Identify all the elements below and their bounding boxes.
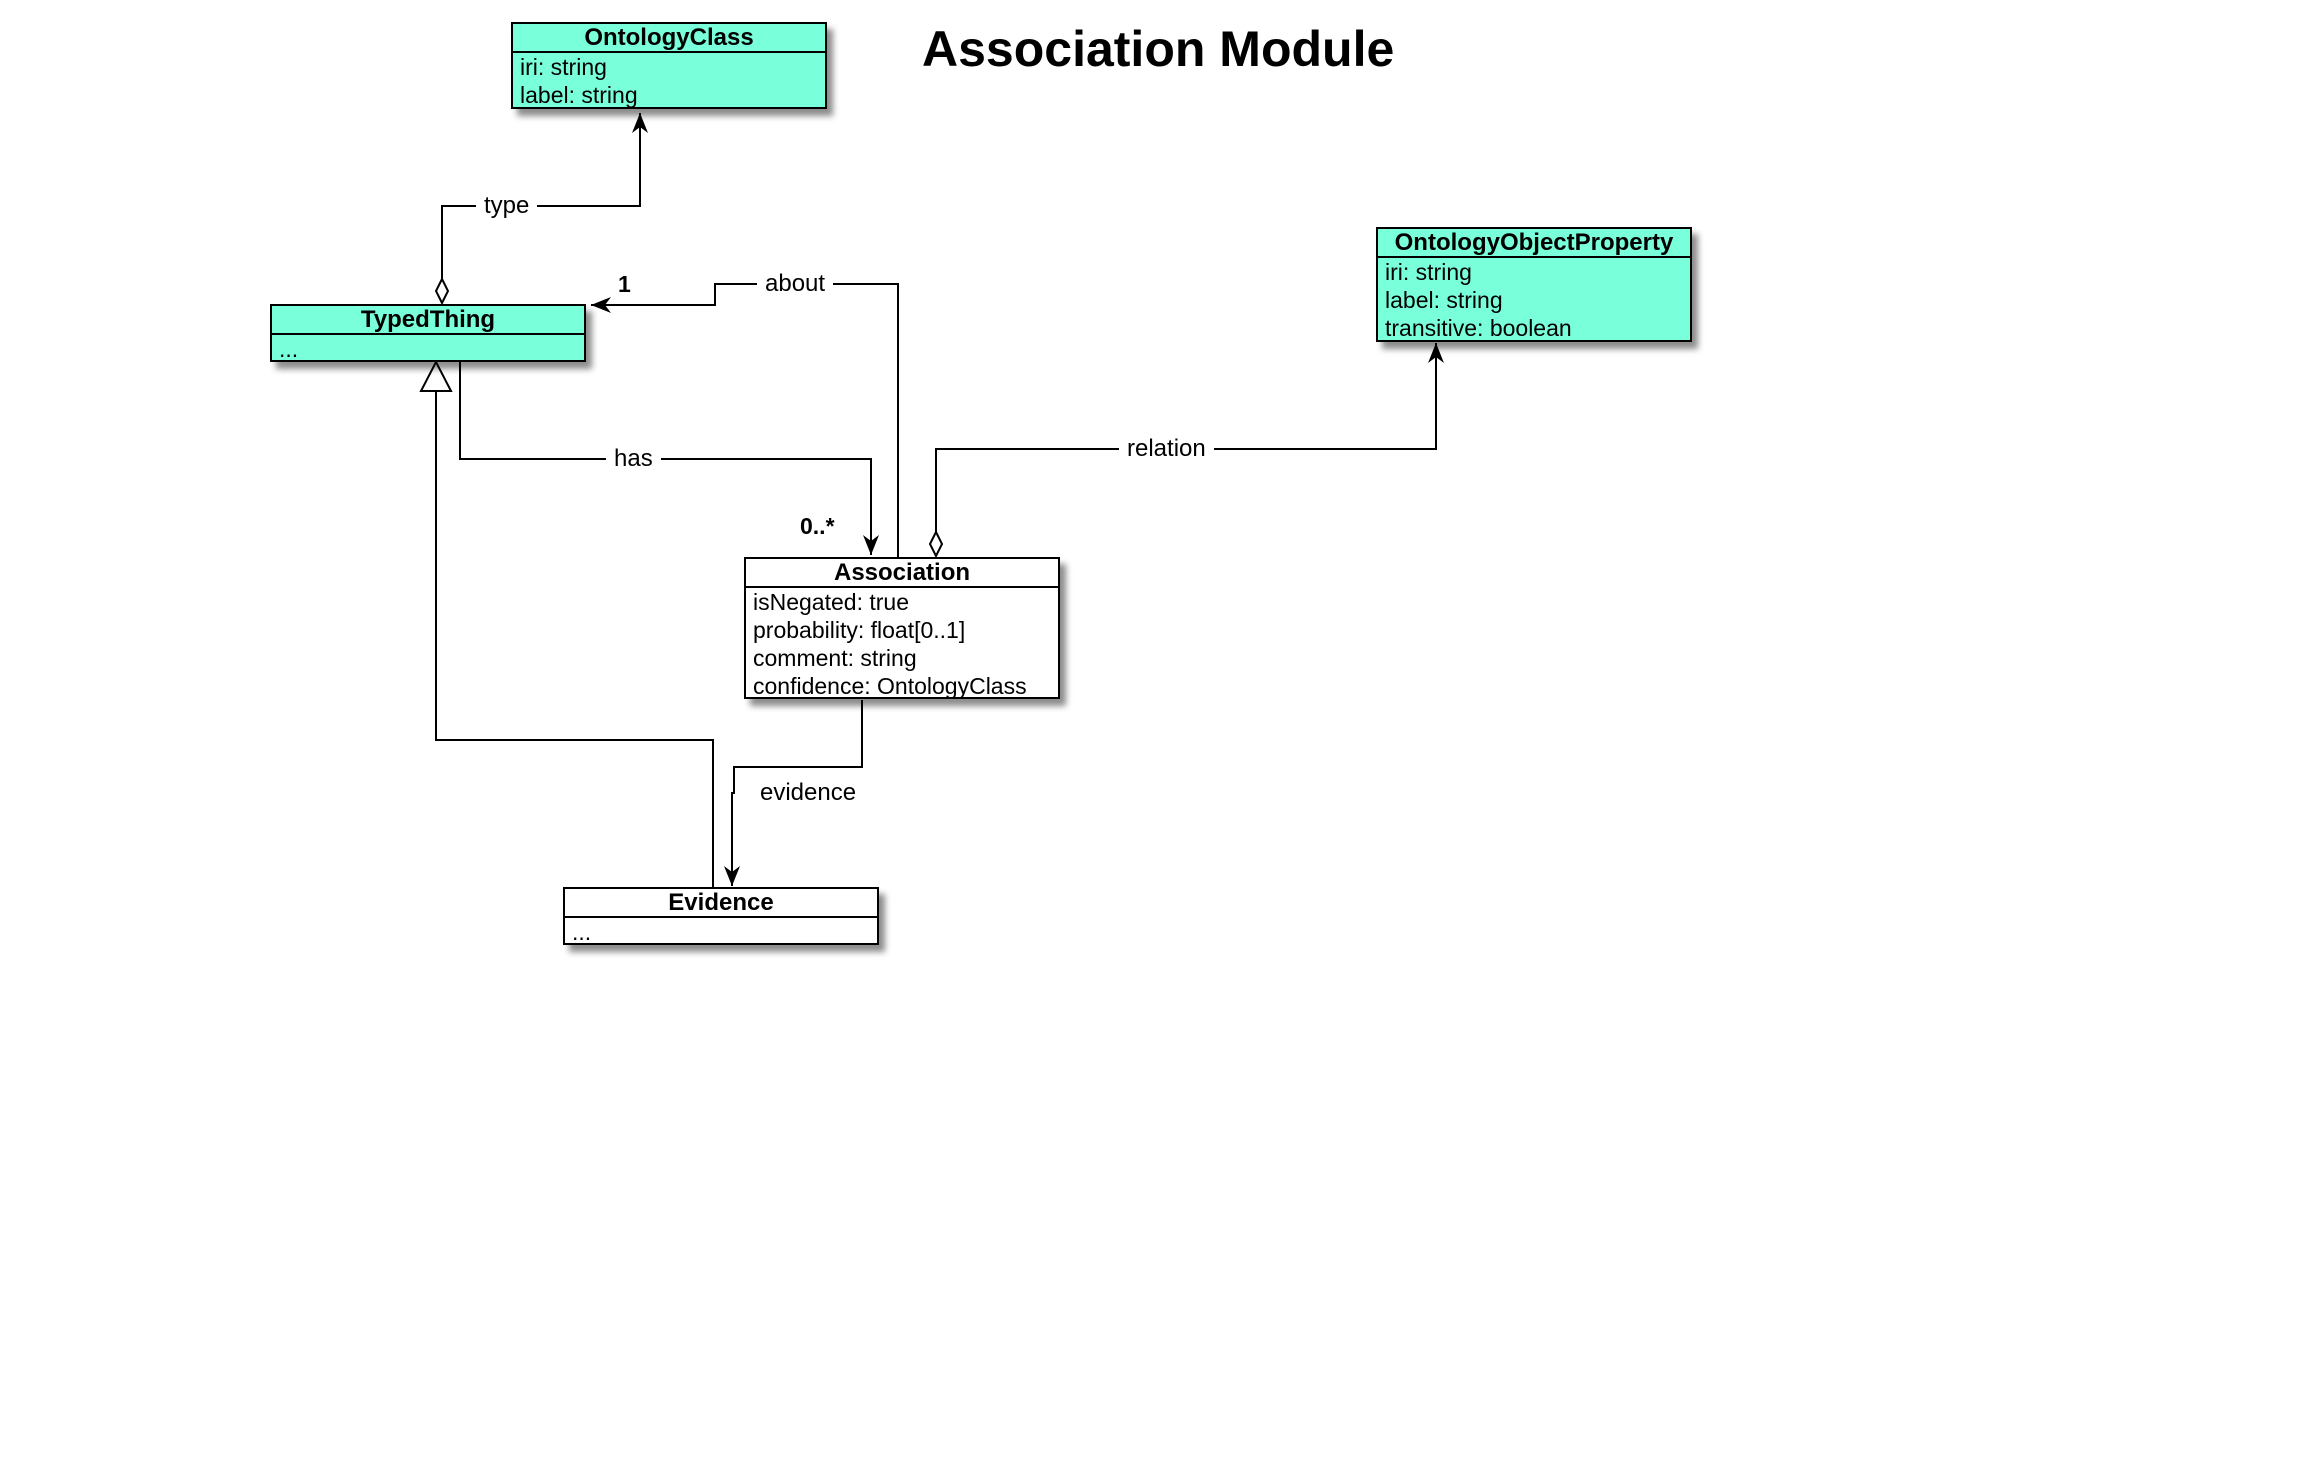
about-connector <box>591 283 899 557</box>
class-name: OntologyClass <box>513 24 825 53</box>
class-attribute: isNegated: true <box>753 589 909 615</box>
class-attribute: label: string <box>520 82 638 108</box>
class-attribute: confidence: OntologyClass <box>753 673 1027 699</box>
class-attribute: label: string <box>1385 287 1503 313</box>
class-evidence: Evidence ... <box>563 887 879 945</box>
edge-label-evidence: evidence <box>752 780 865 806</box>
edge-label-type: type <box>476 193 538 219</box>
class-attribute: probability: float[0..1] <box>753 617 966 643</box>
evidence-connector <box>724 700 863 886</box>
has-connector <box>459 362 879 555</box>
edge-label-relation: relation <box>1119 436 1214 462</box>
diagram-title: Association Module <box>922 21 1395 77</box>
class-association: Association isNegated: true probability:… <box>744 557 1060 699</box>
class-attribute: transitive: boolean <box>1385 315 1572 341</box>
class-attribute: iri: string <box>520 54 607 80</box>
class-attribute: iri: string <box>1385 259 1472 285</box>
class-name: Association <box>746 559 1058 588</box>
type-aggregation-diamond <box>434 276 450 306</box>
class-name: OntologyObjectProperty <box>1378 229 1690 258</box>
class-attribute: ... <box>279 336 299 362</box>
class-name: Evidence <box>565 889 877 918</box>
generalization-connector <box>435 391 714 887</box>
edge-label-has: has <box>606 446 661 472</box>
class-attribute: ... <box>572 919 592 945</box>
class-name: TypedThing <box>272 306 584 335</box>
generalization-triangle <box>419 359 453 392</box>
type-connector <box>441 113 648 280</box>
class-ontology-object-property: OntologyObjectProperty iri: string label… <box>1376 227 1692 342</box>
edge-label-about: about <box>757 271 834 297</box>
multiplicity-has-target: 0..* <box>800 513 835 539</box>
relation-aggregation-diamond <box>928 529 944 559</box>
class-ontology-class: OntologyClass iri: string label: string <box>511 22 827 109</box>
multiplicity-about-target: 1 <box>618 271 631 297</box>
class-typed-thing: TypedThing ... <box>270 304 586 362</box>
class-attribute: comment: string <box>753 645 917 671</box>
